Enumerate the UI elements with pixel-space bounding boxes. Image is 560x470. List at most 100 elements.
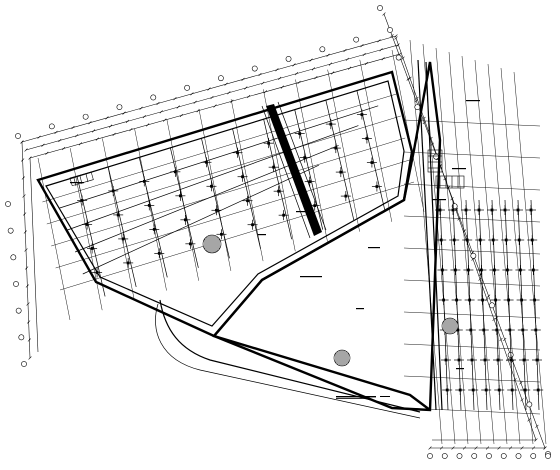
axis-bubble-icon bbox=[353, 36, 360, 43]
beam-line bbox=[138, 157, 168, 278]
grid-line bbox=[198, 108, 232, 271]
axis-bubble-icon bbox=[456, 453, 463, 459]
dimension-tick bbox=[263, 90, 268, 94]
dimension-tick bbox=[108, 124, 113, 128]
beam-line bbox=[504, 199, 514, 411]
hatched-circle-icon bbox=[202, 234, 222, 254]
dimension-tick bbox=[146, 123, 150, 127]
axis-bubble-icon bbox=[5, 201, 11, 207]
grid-line bbox=[230, 99, 264, 262]
axis-bubble-icon bbox=[500, 453, 507, 459]
dimension-tick bbox=[364, 61, 368, 66]
dimension-tick bbox=[492, 317, 496, 322]
dimension-tick bbox=[462, 446, 467, 450]
dimension-tick bbox=[88, 121, 92, 125]
dimension-tick bbox=[247, 94, 251, 99]
axis-bubble-icon bbox=[184, 84, 190, 91]
axis-bubble-icon bbox=[441, 453, 448, 459]
dimension-tick bbox=[478, 277, 482, 281]
grid-line bbox=[513, 71, 547, 445]
grid-line bbox=[487, 63, 521, 445]
dimension-tick bbox=[41, 143, 45, 147]
dimension-tick bbox=[377, 39, 381, 43]
axis-bubble-icon bbox=[471, 453, 478, 459]
axis-bubble-icon bbox=[414, 104, 421, 111]
dimension-tick bbox=[162, 118, 167, 122]
dimension-tick bbox=[26, 302, 30, 306]
dimension-tick bbox=[173, 97, 177, 101]
dimension-tick bbox=[92, 129, 96, 133]
dimension-tick bbox=[508, 446, 513, 450]
grid-line bbox=[448, 51, 482, 445]
dimension-tick bbox=[439, 446, 444, 450]
dimension-tick bbox=[207, 87, 211, 91]
grid-line bbox=[403, 311, 541, 319]
dimension-tick bbox=[390, 34, 394, 38]
dimension-tick bbox=[78, 142, 83, 146]
axis-bubble-icon bbox=[116, 104, 123, 110]
axis-bubble-icon bbox=[18, 334, 25, 341]
dimension-tick bbox=[543, 446, 547, 450]
axis-bubble-icon bbox=[7, 227, 14, 234]
dimension-tick bbox=[487, 294, 491, 298]
dimension-tick bbox=[190, 92, 194, 96]
dimension-tick bbox=[105, 116, 109, 120]
dimension-chain-left bbox=[21, 141, 39, 359]
axis-bubble-icon bbox=[377, 5, 383, 11]
grid-line bbox=[51, 137, 406, 247]
dimension-tick bbox=[156, 101, 160, 106]
grid-line bbox=[435, 47, 469, 445]
dimension-tick bbox=[503, 337, 507, 342]
axis-bubble-icon bbox=[395, 54, 402, 61]
dimension-tick bbox=[381, 57, 385, 61]
dimension-tick bbox=[531, 446, 536, 450]
axis-bubble-icon bbox=[515, 453, 522, 459]
dimension-tick bbox=[422, 116, 426, 121]
dimension-tick bbox=[75, 134, 79, 138]
axis-bubble-icon bbox=[486, 453, 492, 459]
dimension-tick bbox=[22, 194, 26, 198]
axis-bubble-icon bbox=[530, 453, 537, 459]
grid-line bbox=[403, 375, 541, 383]
dimension-tick bbox=[415, 96, 419, 100]
dimension-tick bbox=[179, 113, 183, 118]
dimension-tick bbox=[193, 100, 197, 104]
dimension-tick bbox=[450, 197, 454, 201]
dimension-tick bbox=[311, 67, 316, 71]
dimension-tick bbox=[428, 446, 432, 450]
axis-bubble-icon bbox=[285, 56, 292, 62]
annotation-marks bbox=[70, 100, 480, 399]
dimension-tick bbox=[294, 72, 299, 76]
grid-line bbox=[403, 151, 541, 159]
grid-line bbox=[37, 157, 71, 321]
dimension-tick bbox=[519, 381, 523, 385]
dimension-tick bbox=[142, 114, 146, 119]
dimension-tick bbox=[241, 77, 245, 81]
axis-bubble-icon bbox=[13, 281, 19, 287]
dimension-tick bbox=[27, 338, 31, 342]
dimension-tick bbox=[520, 398, 524, 402]
dimension-tick bbox=[23, 212, 27, 216]
dimension-tick bbox=[261, 81, 265, 85]
dimension-chain-bottom bbox=[430, 439, 545, 449]
grid-line bbox=[403, 247, 541, 255]
dimension-tick bbox=[37, 135, 41, 139]
dimension-tick bbox=[394, 34, 398, 38]
grid-line bbox=[42, 93, 397, 203]
dimension-tick bbox=[343, 48, 347, 53]
dimension-tick bbox=[408, 76, 412, 80]
dimension-tick bbox=[54, 130, 58, 134]
dimension-tick bbox=[275, 68, 279, 72]
axis-bubble-icon bbox=[218, 75, 224, 82]
grid-line bbox=[359, 59, 393, 222]
axis-bubble-icon bbox=[427, 453, 433, 459]
dimension-tick bbox=[230, 99, 234, 103]
stair-right bbox=[435, 175, 465, 189]
axis-bubble-icon bbox=[48, 123, 55, 130]
dimension-tick bbox=[58, 138, 62, 143]
axis-bubble-icon bbox=[433, 153, 439, 160]
dimension-tick bbox=[485, 446, 490, 450]
dimension-tick bbox=[139, 106, 143, 110]
dimension-tick bbox=[28, 356, 32, 360]
